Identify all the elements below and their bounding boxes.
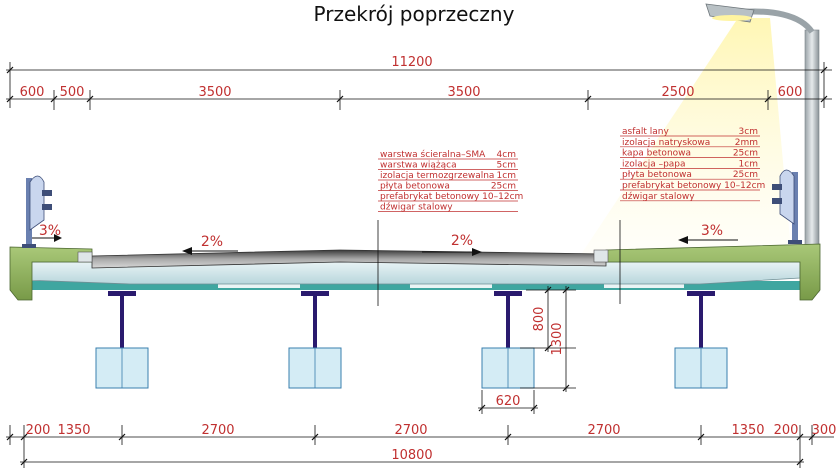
dim-bottom-part: 2700 [201,423,234,438]
girder [95,291,149,389]
layer-name: płyta betonowa [380,182,450,192]
dim-bottom-part: 300 [812,423,837,438]
right-railing [772,169,802,244]
layer-name: prefabrykat betonowy 10–12cm [380,192,523,202]
left-railing [22,175,52,248]
dim-bottom-total: 10800 [391,448,432,463]
dimension-ticks [6,66,828,466]
layer-row: warstwa ścieralna–SMA 4cm [378,149,518,160]
layer-row: asfalt lany 3cm [620,127,760,137]
dim-total-height: 1300 [550,322,565,355]
road-layer-legend: warstwa ścieralna–SMA 4cm warstwa wiążąca 5… [378,149,523,213]
dim-girder-height: 800 [532,307,547,332]
layer-name: dźwigar stalowy [380,203,453,213]
layer-row: prefabrykat betonowy 10–12cm [378,192,523,202]
layer-row: izolacja –papa 1cm [620,159,760,169]
slope-label-left-lane: 2% [201,234,223,250]
layer-row: dźwigar stalowy [620,192,760,202]
dim-top-part: 3500 [198,85,231,100]
layer-row: warstwa wiążąca 5cm [378,161,518,171]
dim-bottom-part: 2700 [587,423,620,438]
layer-row: prefabrykat betonowy 10–12cm [620,181,765,191]
layer-thickness: 1cm [497,171,516,181]
road-surface [91,249,607,269]
left-cornice [9,246,93,301]
dim-bottom-part: 200 [26,423,51,438]
layer-name: dźwigar stalowy [622,192,695,202]
dim-top-part: 600 [778,85,803,100]
layer-name: izolacja termozgrzewalna [380,171,494,181]
drawing-title: Przekrój poprzeczny [313,2,515,26]
layer-row: płyta betonowa 25cm [378,182,518,192]
dim-total-width: 11200 [391,55,432,70]
girder [674,291,728,389]
layer-name: izolacja –papa [622,159,686,169]
layer-name: płyta betonowa [622,170,692,180]
layer-thickness: 2mm [735,138,758,148]
slope-arrows [32,234,738,256]
layer-thickness: 5cm [497,161,516,171]
dim-foundation-width: 620 [496,394,521,409]
layer-thickness: 25cm [733,149,758,159]
right-sidewalk [605,243,821,301]
layer-thickness: 1cm [739,159,758,169]
dim-top-part: 3500 [447,85,480,100]
layer-thickness: 4cm [497,150,516,160]
dim-bottom-part: 200 [774,423,799,438]
layer-row: płyta betonowa 25cm [620,170,760,180]
layer-row: kapa betonowa 25cm [620,149,760,159]
slope-label-right-sidewalk: 3% [701,223,723,239]
girder [288,291,342,389]
girder [481,291,535,389]
layer-thickness: 3cm [739,127,758,137]
layer-row: izolacja natryskowa 2mm [620,138,760,148]
layer-name: warstwa wiążąca [380,161,457,171]
dim-top-part: 500 [60,85,85,100]
layer-thickness: 25cm [733,170,758,180]
dim-top-part: 2500 [661,85,694,100]
layer-name: prefabrykat betonowy 10–12cm [622,181,765,191]
slope-label-left-cornice: 3% [39,223,61,239]
lamp-post [705,3,820,293]
layer-name: asfalt lany [622,127,669,137]
layer-thickness: 25cm [491,182,516,192]
dim-bottom-part: 2700 [394,423,427,438]
dim-top-part: 600 [20,85,45,100]
layer-name: warstwa ścieralna–SMA [380,149,486,160]
layer-name: izolacja natryskowa [622,138,710,148]
layer-name: kapa betonowa [622,149,691,159]
dim-bottom-part: 1350 [57,423,90,438]
dim-bottom-part: 1350 [731,423,764,438]
layer-row: dźwigar stalowy [378,203,518,213]
dimension-lines [6,62,834,468]
slope-label-right-lane: 2% [451,233,473,249]
